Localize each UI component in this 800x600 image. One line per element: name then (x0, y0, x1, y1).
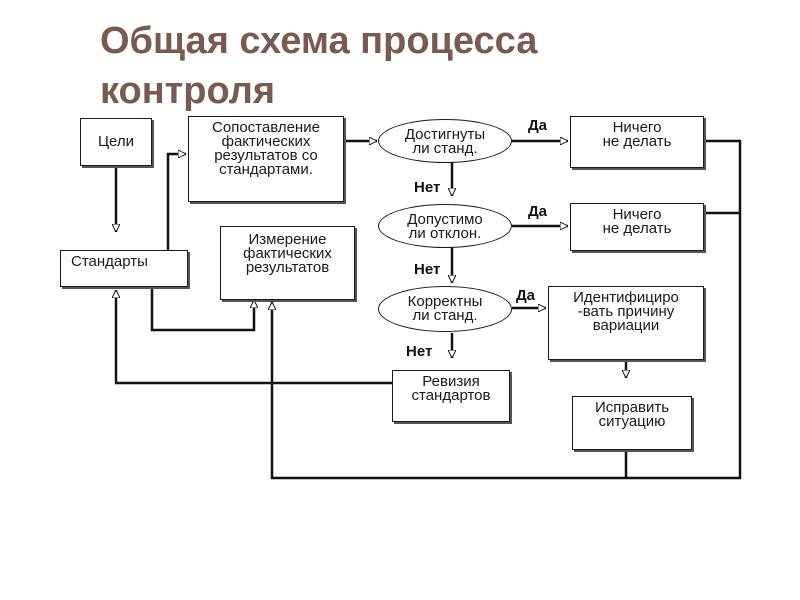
correct-text: Корректны ли станд. (407, 293, 483, 324)
achieved-text: Достигнуты ли станд. (404, 126, 486, 157)
no-label-3: Нет (406, 343, 433, 360)
measure-box: Измерение фактических результатов (220, 226, 355, 300)
standards-box: Стандарты (60, 250, 188, 287)
nothing-text-2: Ничего не делать (602, 206, 672, 237)
revise-text: Ревизия стандартов (411, 373, 491, 404)
compare-box: Сопоставление фактических результатов со… (188, 116, 344, 202)
goals-text: Цели (97, 133, 135, 150)
yes-label-1: Да (528, 117, 548, 134)
nothing-box-2: Ничего не делать (570, 203, 704, 251)
yes-label-2: Да (528, 203, 548, 220)
acceptable-text: Допустимо ли отклон. (407, 211, 483, 242)
title-line-1: Общая схема процесса (100, 20, 538, 62)
goals-box: Цели (80, 118, 152, 166)
measure-text: Измерение фактических результатов (243, 231, 332, 276)
standards-text: Стандарты (71, 253, 148, 270)
nothing-text-1: Ничего не делать (602, 119, 672, 150)
edge-feedback-measure (272, 139, 742, 480)
identify-text: Идентифициро -вать причину вариации (573, 289, 679, 334)
compare-text: Сопоставление фактических результатов со… (212, 119, 320, 178)
nothing-box-1: Ничего не делать (570, 116, 704, 168)
revise-box: Ревизия стандартов (392, 370, 510, 422)
edge-standards-measure (150, 287, 254, 332)
fix-text: Исправить ситуацию (594, 399, 670, 430)
page-title: Общая схема процесса контроля (100, 16, 760, 116)
fix-box: Исправить ситуацию (572, 396, 692, 450)
edge-revise-standards (116, 290, 392, 385)
title-line-2: контроля (100, 70, 276, 112)
edge-standards-compare (166, 154, 186, 252)
no-label-1: Нет (414, 179, 441, 196)
acceptable-decision: Допустимо ли отклон. (378, 204, 512, 248)
achieved-decision: Достигнуты ли станд. (378, 119, 512, 163)
no-label-2: Нет (414, 261, 441, 278)
yes-label-3: Да (516, 287, 536, 304)
correct-decision: Корректны ли станд. (378, 286, 512, 332)
identify-box: Идентифициро -вать причину вариации (548, 286, 704, 360)
